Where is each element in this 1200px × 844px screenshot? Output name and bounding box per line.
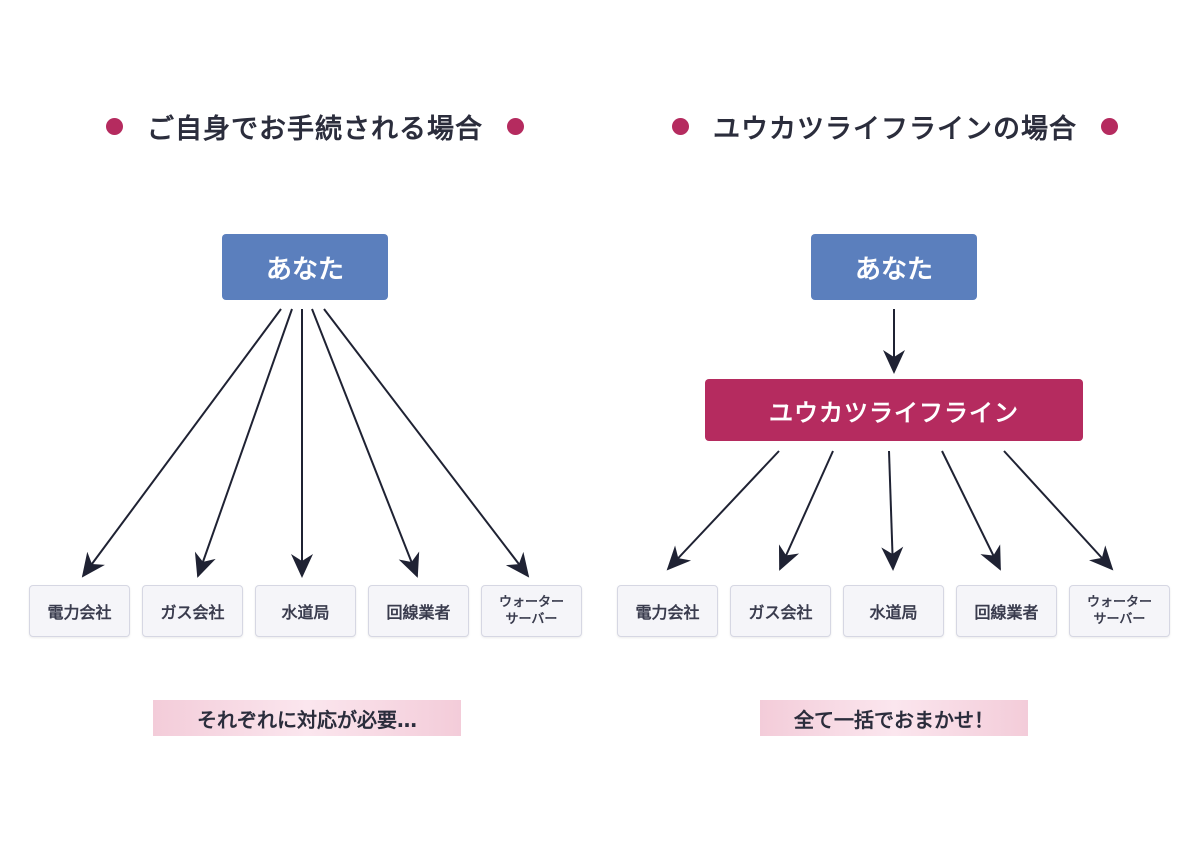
right-heading-text: ユウカツライフラインの場合	[713, 113, 1077, 145]
left-target-water-server-line1: ウォーター	[498, 595, 564, 610]
left-target-electric: 電力会社	[29, 585, 130, 637]
right-target-gas: ガス会社	[730, 585, 831, 637]
left-you-box: あなた	[222, 234, 388, 300]
arrow-right-water	[881, 450, 904, 571]
arrow-right-server	[1003, 450, 1114, 571]
left-target-water-server-line2: サーバー	[505, 612, 558, 627]
left-target-water: 水道局	[255, 585, 356, 637]
arrow-left-line	[311, 308, 420, 578]
right-target-water-server: ウォーター サーバー	[1069, 585, 1170, 637]
right-caption: 全て一括でおまかせ！	[760, 700, 1028, 736]
bullet-dot-icon	[672, 117, 689, 135]
left-target-gas: ガス会社	[142, 585, 243, 637]
arrow-left-gas	[194, 308, 293, 578]
right-target-line: 回線業者	[956, 585, 1057, 637]
right-hub-box: ユウカツライフライン	[705, 379, 1083, 441]
arrow-left-electric	[81, 308, 282, 578]
arrow-right-line	[941, 450, 1001, 571]
left-heading: ご自身でお手続される場合	[60, 104, 570, 148]
left-target-water-server: ウォーター サーバー	[481, 585, 582, 637]
arrow-right-electric	[666, 450, 780, 571]
right-target-electric: 電力会社	[617, 585, 718, 637]
left-target-line: 回線業者	[368, 585, 469, 637]
right-target-water: 水道局	[843, 585, 944, 637]
arrow-left-server	[323, 308, 530, 578]
right-you-box: あなた	[811, 234, 977, 300]
left-heading-text: ご自身でお手続される場合	[147, 113, 483, 145]
bullet-dot-icon	[507, 117, 524, 135]
left-caption: それぞれに対応が必要…	[153, 700, 461, 736]
right-target-water-server-line1: ウォーター	[1086, 595, 1152, 610]
right-target-water-server-line2: サーバー	[1093, 612, 1146, 627]
right-heading: ユウカツライフラインの場合	[640, 104, 1150, 148]
bullet-dot-icon	[106, 117, 123, 135]
bullet-dot-icon	[1101, 117, 1118, 135]
arrow-right-gas	[778, 450, 834, 571]
